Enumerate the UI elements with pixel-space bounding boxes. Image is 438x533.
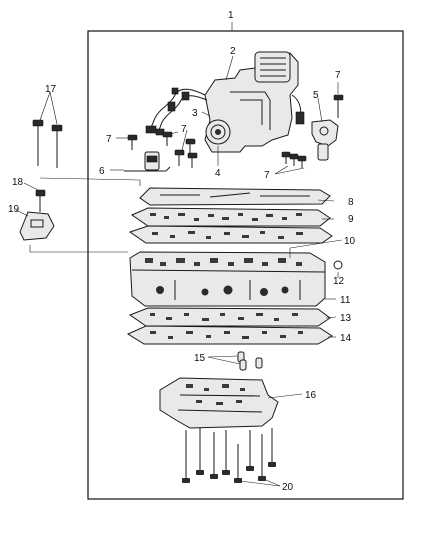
callout-3: 3 (192, 108, 198, 119)
leader-lines (15, 55, 343, 487)
callout-20: 20 (282, 482, 294, 493)
callout-11: 11 (340, 295, 351, 306)
part-20-bolts (182, 428, 276, 483)
callout-5: 5 (313, 90, 319, 101)
part-5-speed-sensor (311, 119, 339, 161)
callout-14: 14 (340, 333, 352, 344)
callout-17: 17 (45, 84, 57, 95)
callout-9: 9 (348, 214, 354, 225)
part-16-lower-valve-body (159, 377, 279, 429)
callout-2: 2 (230, 46, 236, 57)
callout-7c: 7 (335, 70, 341, 81)
part-12-o-ring (333, 260, 343, 270)
callout-4: 4 (215, 168, 221, 179)
callout-labels: 1 2 3 4 5 6 7 7 7 7 8 9 10 11 12 13 14 1… (8, 10, 356, 493)
callout-7d: 7 (264, 170, 270, 181)
part-17-bolts (32, 119, 63, 168)
part-11-valve-body (129, 251, 326, 307)
callout-12: 12 (333, 276, 345, 287)
part-18-bolt (35, 189, 46, 212)
callout-15: 15 (194, 353, 206, 364)
part-4-pressure-solenoid (205, 119, 231, 145)
assembly-frame (87, 30, 404, 500)
callout-13: 13 (340, 313, 352, 324)
callout-19: 19 (8, 204, 20, 215)
part-19-bracket (19, 211, 55, 241)
callout-10: 10 (344, 236, 356, 247)
callout-18: 18 (12, 177, 24, 188)
part-6-sensor (124, 151, 171, 172)
part-14-gasket (126, 325, 333, 345)
part-9-gasket (130, 207, 331, 227)
part-7-screws (127, 94, 344, 168)
callout-16: 16 (305, 390, 317, 401)
callout-7b: 7 (181, 124, 187, 135)
callout-1: 1 (228, 10, 234, 21)
callout-7a: 7 (106, 134, 112, 145)
part-9b-gasket-lower (128, 225, 333, 244)
part-13-separator-plate (128, 307, 331, 327)
callout-8: 8 (348, 197, 354, 208)
callout-6: 6 (99, 166, 105, 177)
part-15-pins (237, 351, 263, 371)
part-8-separator-plate (139, 187, 331, 206)
